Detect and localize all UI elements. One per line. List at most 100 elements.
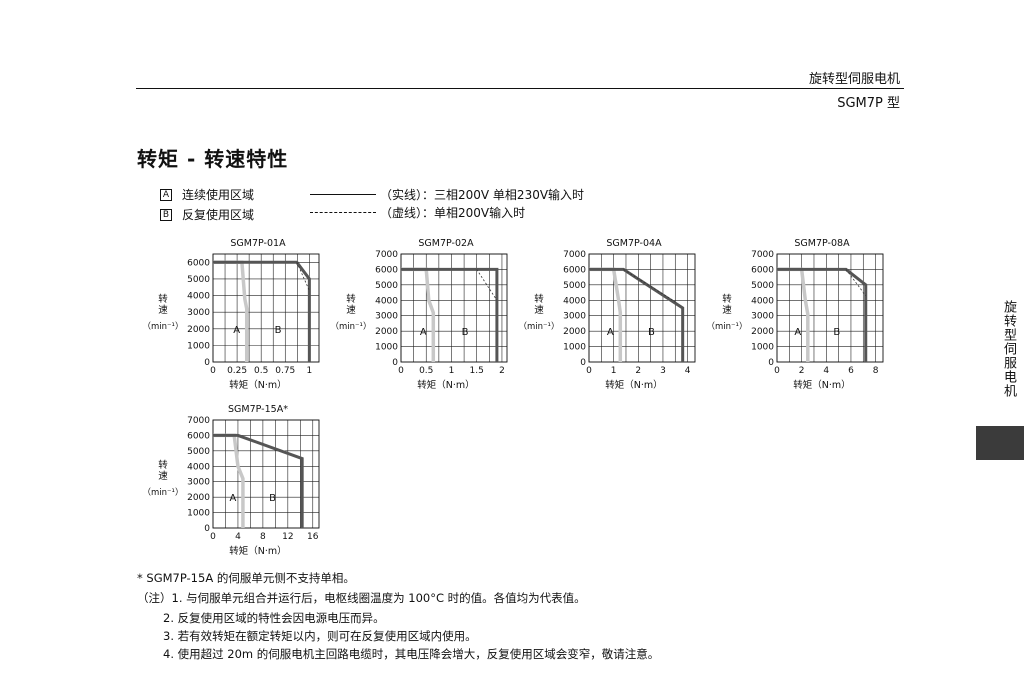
legend-b: B 反复使用区域 — [160, 206, 254, 223]
x-tick-label: 0 — [210, 366, 216, 376]
y-tick-label: 6000 — [375, 265, 398, 275]
y-tick-label: 1000 — [187, 509, 210, 519]
y-axis-label-char: 转 — [722, 293, 732, 305]
x-tick-label: 8 — [260, 532, 266, 542]
region-a-label: A — [420, 327, 427, 338]
y-axis-label-char: 速 — [534, 305, 544, 316]
region-a-label: A — [230, 493, 237, 504]
legend-a-label: 连续使用区域 — [182, 188, 255, 202]
x-tick-label: 0 — [774, 366, 780, 376]
y-tick-label: 6000 — [751, 265, 774, 275]
y-tick-label: 6000 — [187, 431, 210, 441]
y-tick-label: 1000 — [375, 343, 398, 353]
x-tick-label: 8 — [873, 366, 879, 376]
y-axis-label-char: 转 — [346, 293, 356, 305]
x-tick-label: 6 — [848, 366, 854, 376]
y-tick-label: 0 — [204, 358, 210, 368]
legend-b-box: B — [160, 208, 172, 221]
note-3: 3. 若有效转矩在额定转矩以内，则可在反复使用区域内使用。 — [163, 629, 477, 643]
x-axis-label: 转矩（N·m） — [229, 545, 286, 557]
y-axis-label-char: 转 — [534, 293, 544, 305]
y-tick-label: 3000 — [563, 312, 586, 322]
y-tick-label: 7000 — [187, 416, 210, 426]
y-tick-label: 7000 — [563, 250, 586, 260]
x-tick-label: 16 — [307, 532, 319, 542]
y-tick-label: 6000 — [187, 258, 210, 268]
y-tick-label: 3000 — [187, 478, 210, 488]
y-tick-label: 0 — [580, 358, 586, 368]
x-tick-label: 1 — [306, 366, 312, 376]
y-tick-label: 3000 — [187, 308, 210, 318]
y-tick-label: 2000 — [563, 327, 586, 337]
series-repetitive-solid — [213, 433, 304, 528]
note-2: 2. 反复使用区域的特性会因电源电压而异。 — [163, 611, 385, 625]
x-tick-label: 2 — [499, 366, 505, 376]
plot-border — [400, 253, 508, 363]
x-tick-label: 0.75 — [275, 366, 295, 376]
x-tick-label: 12 — [282, 532, 293, 542]
y-tick-label: 7000 — [375, 250, 398, 260]
y-tick-label: 4000 — [751, 296, 774, 306]
y-axis-label-char: 速 — [158, 471, 168, 482]
x-tick-label: 0 — [398, 366, 404, 376]
region-a-label: A — [607, 327, 614, 338]
legend-dashed-line: （虚线）：单相200V输入时 — [310, 204, 525, 221]
region-b-label: B — [269, 493, 276, 504]
x-axis-label: 转矩（N·m） — [605, 379, 662, 391]
y-axis-unit: （min⁻¹） — [143, 487, 184, 498]
x-tick-label: 1 — [611, 366, 617, 376]
x-tick-label: 0.5 — [254, 366, 268, 376]
y-tick-label: 5000 — [187, 447, 210, 457]
y-tick-label: 5000 — [563, 281, 586, 291]
y-tick-label: 5000 — [375, 281, 398, 291]
x-tick-label: 0 — [586, 366, 592, 376]
plot-border — [212, 253, 320, 363]
chart-title: SGM7P-08A — [794, 238, 850, 249]
x-tick-label: 1.5 — [470, 366, 484, 376]
y-tick-label: 2000 — [375, 327, 398, 337]
y-tick-label: 1000 — [563, 343, 586, 353]
legend-a: A 连续使用区域 — [160, 186, 254, 203]
x-axis-label: 转矩（N·m） — [229, 379, 286, 391]
chart-svg: SGM7P-15A*010002000300040005000600070000… — [143, 404, 320, 557]
y-axis-label-char: 速 — [158, 305, 168, 316]
x-tick-label: 4 — [235, 532, 241, 542]
side-tab-marker — [976, 426, 1024, 460]
dashed-line-swatch — [310, 212, 376, 213]
y-axis-unit: （min⁻¹） — [143, 321, 184, 332]
y-tick-label: 2000 — [187, 493, 210, 503]
x-tick-label: 4 — [685, 366, 691, 376]
y-axis-unit: （min⁻¹） — [707, 321, 748, 332]
y-axis-label-char: 速 — [722, 305, 732, 316]
side-tab-label: 旋转型伺服电机 — [1001, 300, 1016, 398]
x-tick-label: 2 — [635, 366, 641, 376]
legend-a-box: A — [160, 188, 172, 201]
y-axis-unit: （min⁻¹） — [331, 321, 372, 332]
solid-line-note: （实线）：三相200V 单相230V输入时 — [380, 188, 585, 202]
y-tick-label: 0 — [204, 524, 210, 534]
series-repetitive-solid — [213, 260, 311, 362]
y-tick-label: 4000 — [375, 296, 398, 306]
y-axis-unit: （min⁻¹） — [519, 321, 560, 332]
note-1: （注）1. 与伺服单元组合并运行后，电枢线圈温度为 100°C 时的值。各值均为… — [137, 591, 586, 605]
x-tick-label: 0.25 — [227, 366, 247, 376]
header-category: 旋转型伺服电机 — [808, 72, 900, 87]
x-axis-label: 转矩（N·m） — [793, 379, 850, 391]
legend-solid-line: （实线）：三相200V 单相230V输入时 — [310, 186, 584, 203]
series-repetitive-dashed — [623, 269, 678, 304]
region-b-label: B — [833, 327, 840, 338]
plot-border — [212, 419, 320, 529]
dashed-line-note: （虚线）：单相200V输入时 — [380, 206, 526, 220]
series-repetitive-dashed — [845, 269, 867, 296]
chart-title: SGM7P-15A* — [228, 404, 288, 415]
y-tick-label: 0 — [392, 358, 398, 368]
series-repetitive-solid — [777, 267, 868, 362]
